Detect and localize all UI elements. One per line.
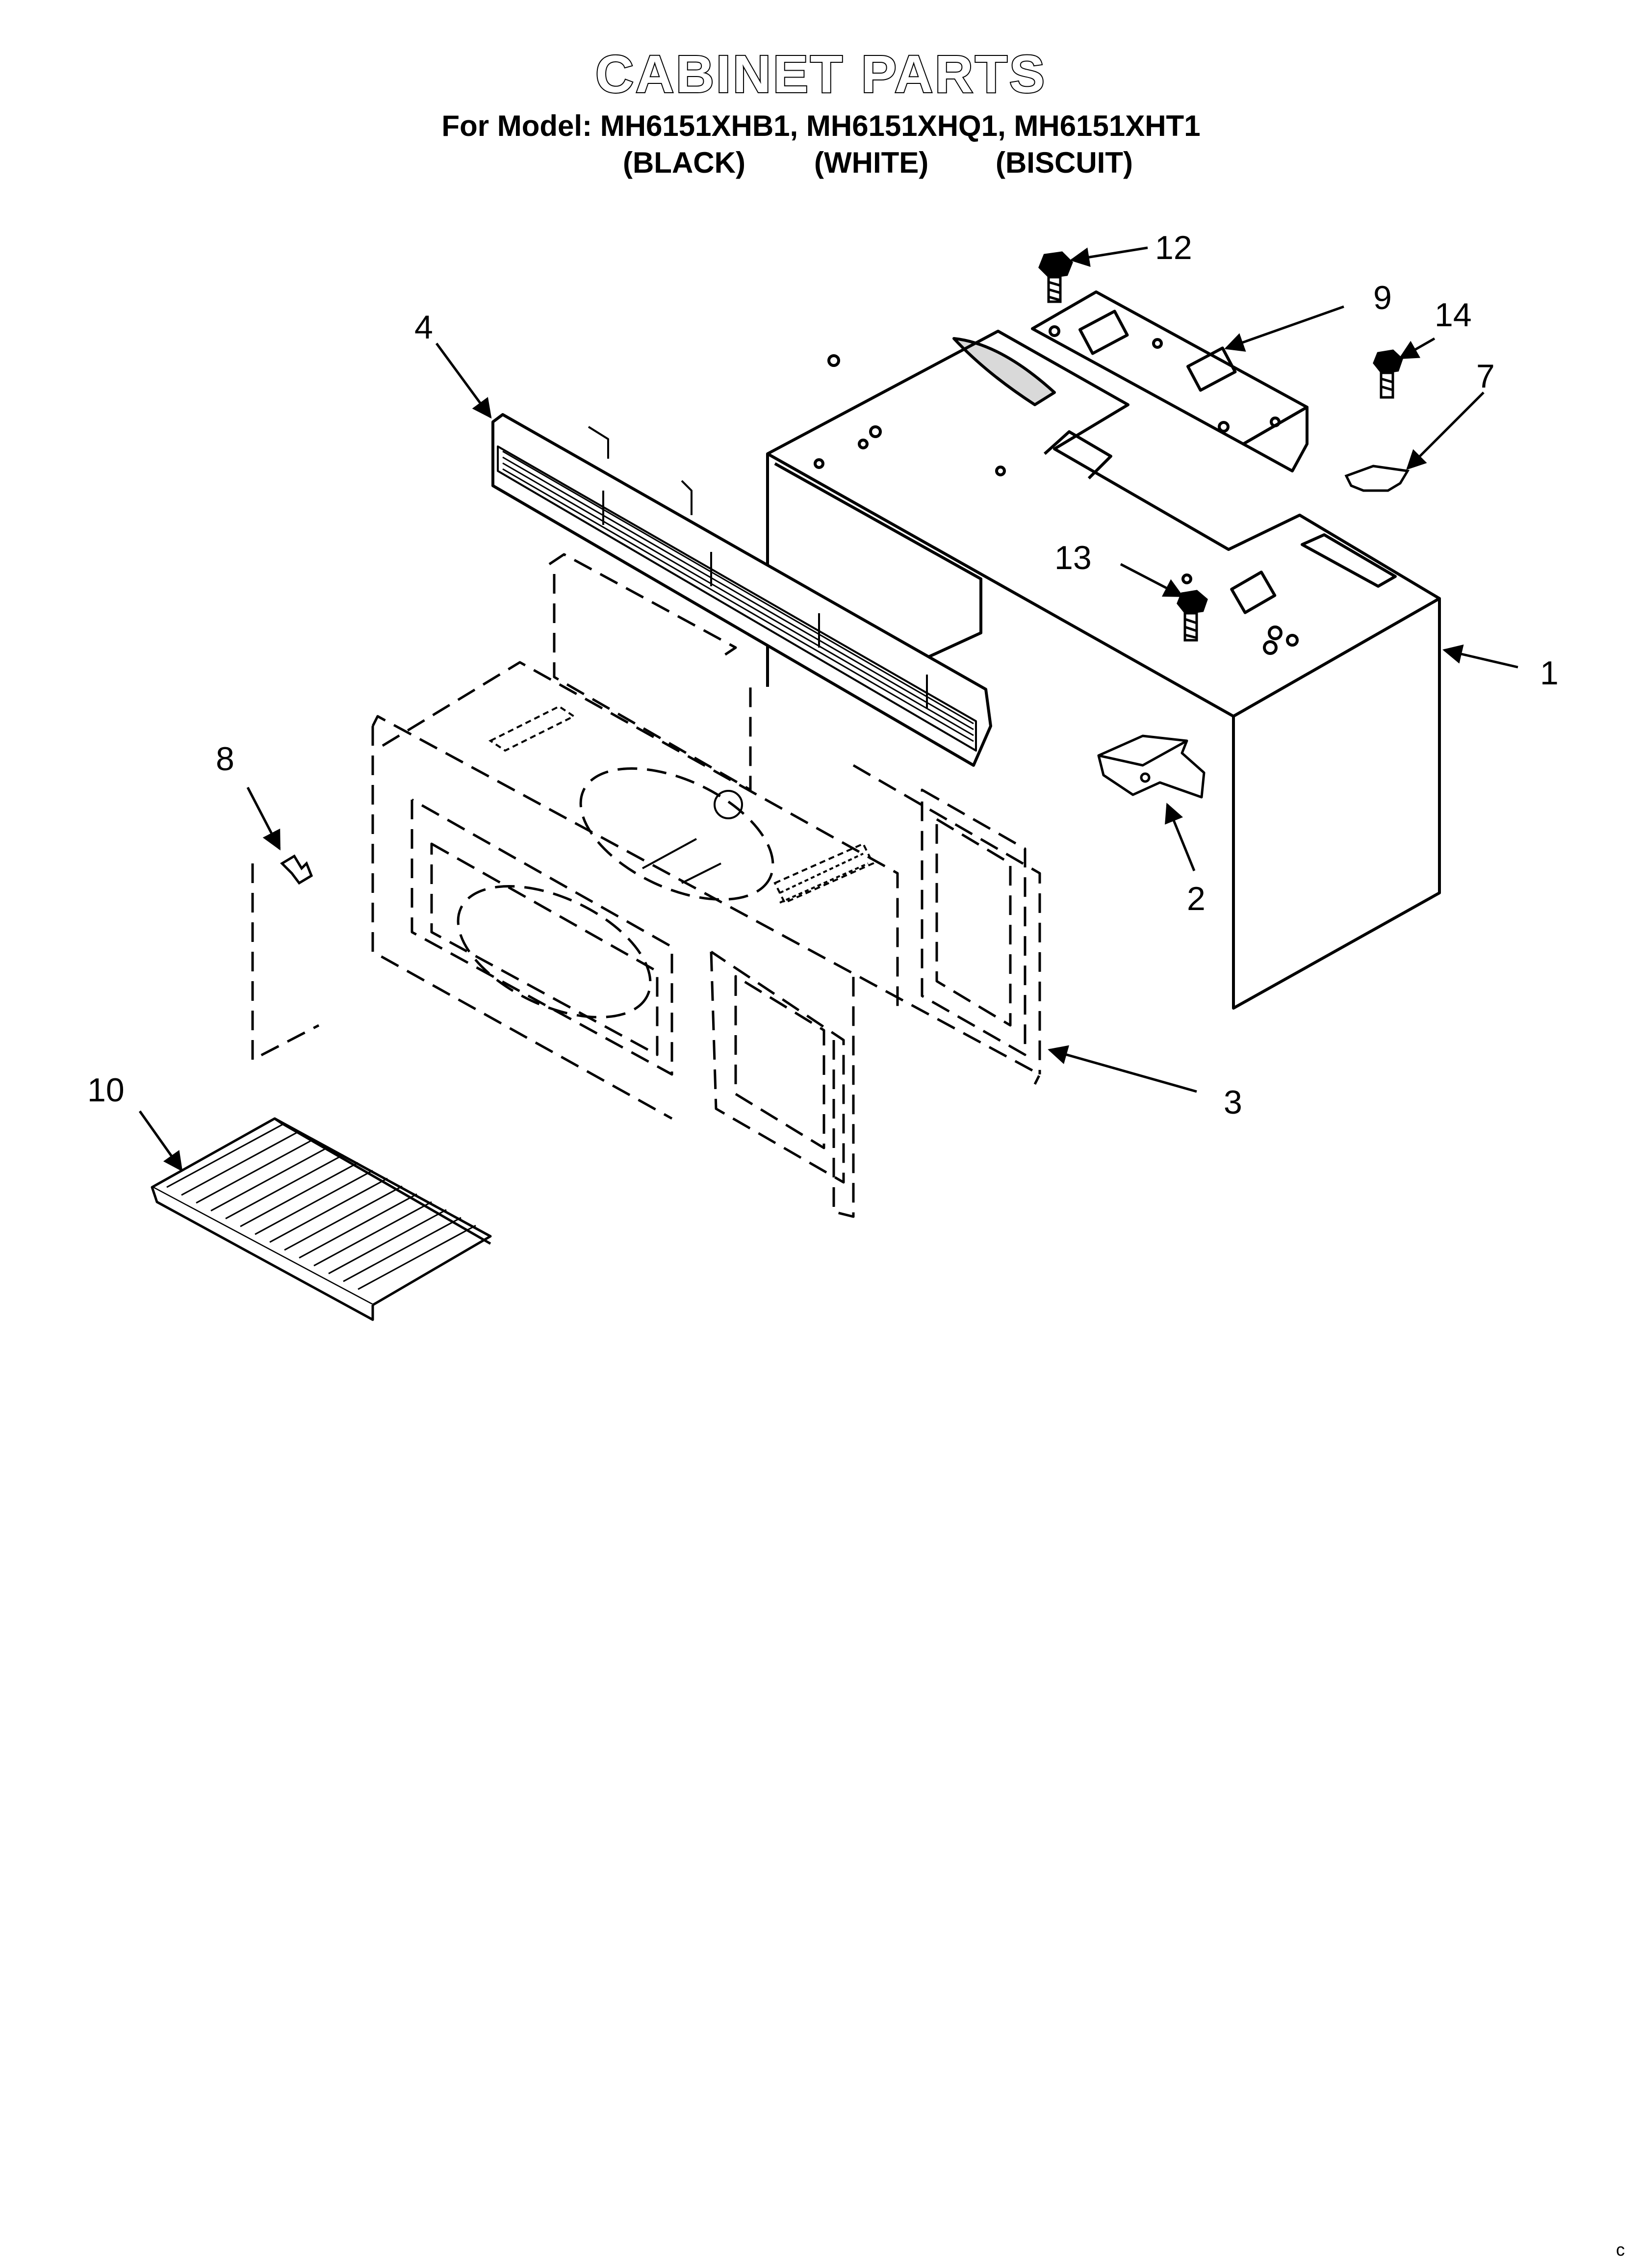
screw-12-part (1038, 251, 1073, 303)
vent-grille-part (491, 413, 992, 767)
model-numbers: For Model: MH6151XHB1, MH6151XHQ1, MH615… (441, 109, 1201, 142)
callout-14: 14 (1435, 296, 1472, 334)
callout-1: 1 (1540, 654, 1559, 692)
callout-12: 12 (1155, 229, 1192, 266)
latch-part (280, 854, 313, 885)
chassis-details (488, 705, 874, 904)
bracket-part (1097, 734, 1206, 799)
callout-7: 7 (1476, 358, 1495, 395)
callout-13: 13 (1054, 539, 1092, 576)
callout-4: 4 (414, 309, 433, 346)
page-title: CABINET PARTS (594, 43, 1047, 104)
callout-labels: 1 2 3 4 7 8 9 10 12 13 14 c (87, 229, 1625, 2260)
color-biscuit: (BISCUIT) (996, 146, 1133, 179)
callout-2: 2 (1187, 880, 1206, 917)
callout-10: 10 (87, 1071, 125, 1109)
callout-8: 8 (216, 740, 234, 778)
screw-13-part (1177, 590, 1208, 642)
leader-lines (138, 246, 1518, 1172)
top-plate-part (1031, 290, 1308, 472)
microwave-chassis-part (251, 553, 1041, 1218)
color-white: (WHITE) (814, 146, 929, 179)
color-black: (BLACK) (623, 146, 745, 179)
callout-9: 9 (1373, 279, 1392, 316)
screw-14-part (1373, 349, 1403, 399)
clip-part (1344, 465, 1410, 492)
cabinet-wrapper-part (766, 330, 1441, 1010)
corner-mark: c (1616, 2240, 1625, 2260)
callout-3: 3 (1224, 1084, 1242, 1121)
filter-part (151, 1117, 492, 1321)
